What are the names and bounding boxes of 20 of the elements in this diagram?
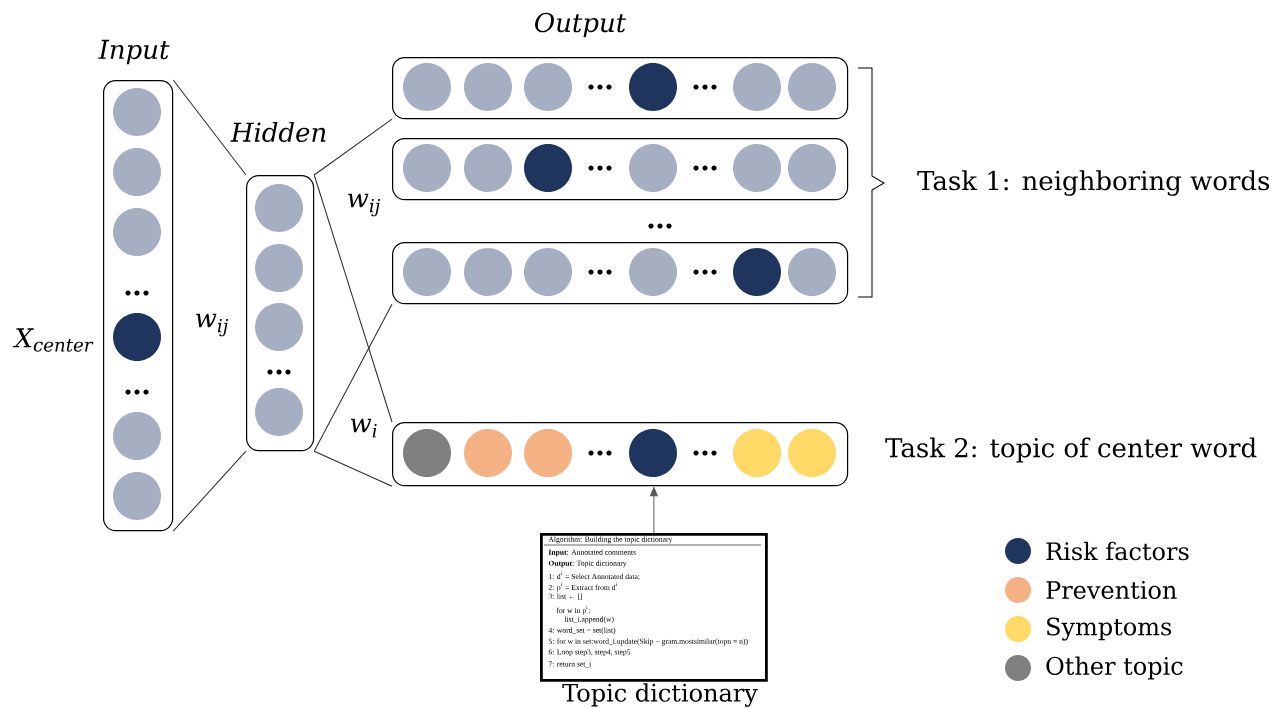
weight-label: w$_{i}$ [350, 418, 377, 438]
connector-line [172, 79, 247, 176]
layer-heading: Output [535, 12, 627, 38]
task-label: Task 1: neighboring words [917, 170, 1270, 196]
connector-line [313, 174, 393, 423]
legend-label: Prevention [1046, 581, 1177, 599]
weight-label: w$_{ij}$ [196, 313, 229, 337]
legend-label: Other topic [1046, 656, 1183, 680]
weight-label: w$_{ij}$ [348, 193, 381, 217]
legend-label: Symptoms [1047, 617, 1172, 641]
arrow [650, 487, 658, 534]
layer-heading: Input [98, 39, 170, 65]
connector-line [313, 118, 393, 176]
connector-line [172, 450, 247, 532]
layer-heading: Hidden [230, 121, 326, 143]
connector-line [313, 303, 393, 452]
connector-line [313, 450, 393, 487]
box-caption: Topic dictionary [562, 683, 758, 707]
legend-label: Risk factors [1046, 541, 1189, 561]
task-label: Task 2: topic of center word [885, 437, 1257, 463]
